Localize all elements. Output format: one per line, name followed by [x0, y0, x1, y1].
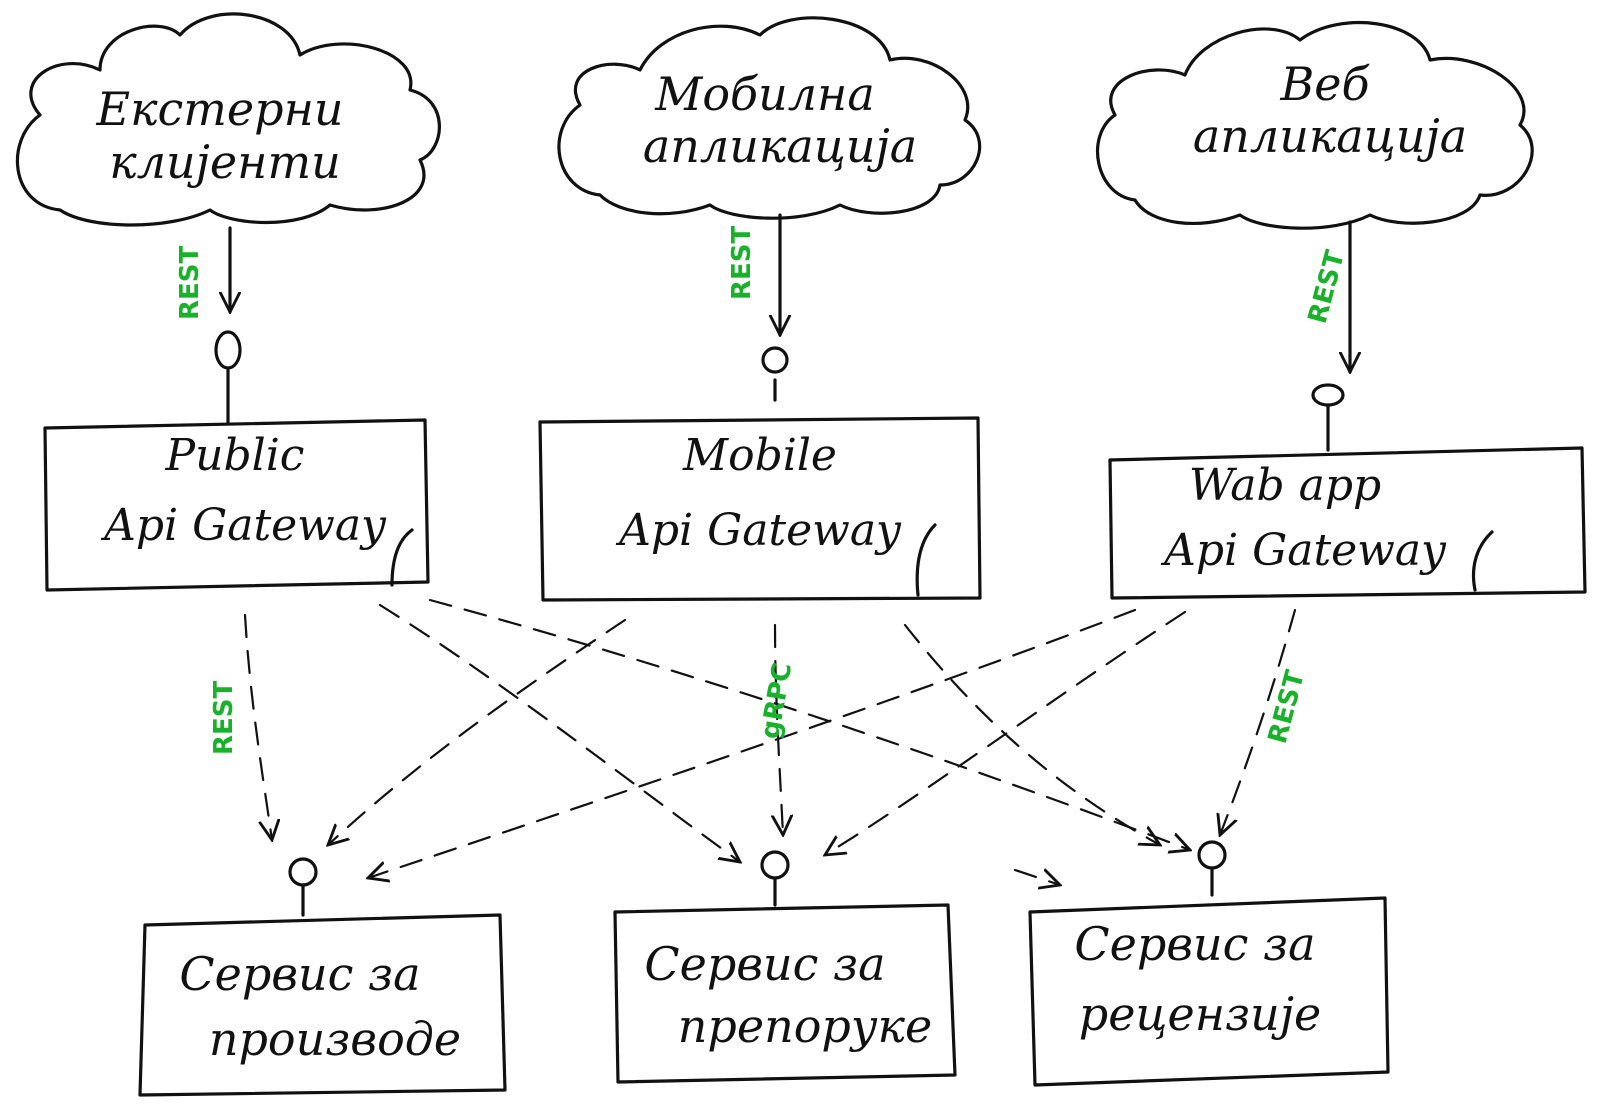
- dash-public-to-products: [243, 613, 272, 840]
- gateway-mobile: Mobile Api Gateway: [538, 416, 982, 602]
- dash-public-to-reviews: [428, 598, 1190, 850]
- service-box: [613, 903, 957, 1084]
- gateway-box: [43, 418, 430, 592]
- client-label-line2: апликација: [643, 119, 917, 173]
- dash-mobile-to-reviews: [903, 623, 1160, 845]
- box-curl: [390, 528, 414, 587]
- gateway-label-line1: Mobile: [682, 430, 837, 481]
- box-curl: [1471, 530, 1494, 592]
- service-label-line2: препоруке: [678, 999, 932, 1053]
- gateway-label-line2: Api Gateway: [100, 500, 387, 551]
- service-box: [138, 913, 507, 1097]
- client-label-line2: апликација: [1193, 109, 1467, 163]
- port-public-gateway: [214, 330, 242, 370]
- service-label-line2: рецензије: [1079, 987, 1322, 1041]
- port-mobile-gateway: [761, 346, 789, 374]
- client-label-line1: Мобилна: [654, 67, 875, 121]
- service-label-line1: Сервис за: [179, 947, 420, 1001]
- service-reviews: Сервис за рецензије: [1028, 896, 1390, 1087]
- gateway-label-line2: Api Gateway: [1160, 525, 1447, 576]
- gateway-box: [538, 416, 982, 602]
- service-label-line1: Сервис за: [644, 937, 885, 991]
- dash-mobile-to-products: [328, 618, 627, 845]
- service-connections: [243, 598, 1297, 885]
- client-cloud-mobile: Мобилна апликација: [557, 16, 982, 220]
- port-products-service: [288, 857, 318, 887]
- cloud-shape: [1096, 21, 1534, 230]
- gateway-public: Public Api Gateway: [43, 418, 430, 592]
- dash-web-to-recommendations: [825, 610, 1187, 855]
- box-curl: [915, 523, 937, 597]
- client-label-line1: Веб: [1279, 57, 1370, 111]
- gateway-web: Wab app Api Gateway: [1108, 446, 1587, 600]
- client-cloud-web: Веб апликација: [1096, 21, 1534, 230]
- gateway-label-line1: Public: [165, 430, 305, 481]
- protocol-label-mobile: REST: [727, 225, 757, 300]
- gateway-label-line1: Wab app: [1189, 460, 1381, 511]
- protocol-label-external: REST: [175, 245, 205, 320]
- dash-web-to-reviews: [1220, 608, 1297, 835]
- client-label-line2: клијенти: [109, 135, 340, 189]
- gateway-label-line2: Api Gateway: [615, 505, 902, 556]
- dash-web-to-products: [368, 608, 1137, 878]
- dash-public-to-recommendations: [378, 603, 740, 862]
- service-box: [1028, 896, 1390, 1087]
- gateway-box: [1108, 446, 1587, 600]
- protocol-label-web-gateway: REST: [1263, 667, 1311, 747]
- client-cloud-external: Екстерни клијенти: [15, 12, 441, 227]
- client-arrows: [230, 213, 1350, 372]
- service-label-line2: производе: [209, 1012, 461, 1066]
- gateway-ports: [214, 330, 1345, 452]
- port-web-gateway: [1311, 383, 1345, 407]
- service-products: Сервис за производе: [138, 913, 507, 1097]
- port-recommendations-service: [760, 850, 790, 880]
- port-reviews-service: [1197, 840, 1227, 870]
- protocol-label-mobile-gateway: gRPC: [755, 660, 798, 741]
- service-ports: [288, 840, 1227, 917]
- client-label-line1: Екстерни: [95, 82, 343, 136]
- dash-fragment: [1013, 870, 1060, 885]
- service-label-line1: Сервис за: [1074, 917, 1315, 971]
- protocol-label-public-gateway: REST: [209, 680, 239, 755]
- dash-mobile-to-recommendations: [775, 623, 783, 835]
- cloud-shape: [15, 12, 441, 227]
- service-recommendations: Сервис за препоруке: [613, 903, 957, 1084]
- cloud-shape: [557, 16, 982, 220]
- protocol-label-web: REST: [1303, 247, 1351, 327]
